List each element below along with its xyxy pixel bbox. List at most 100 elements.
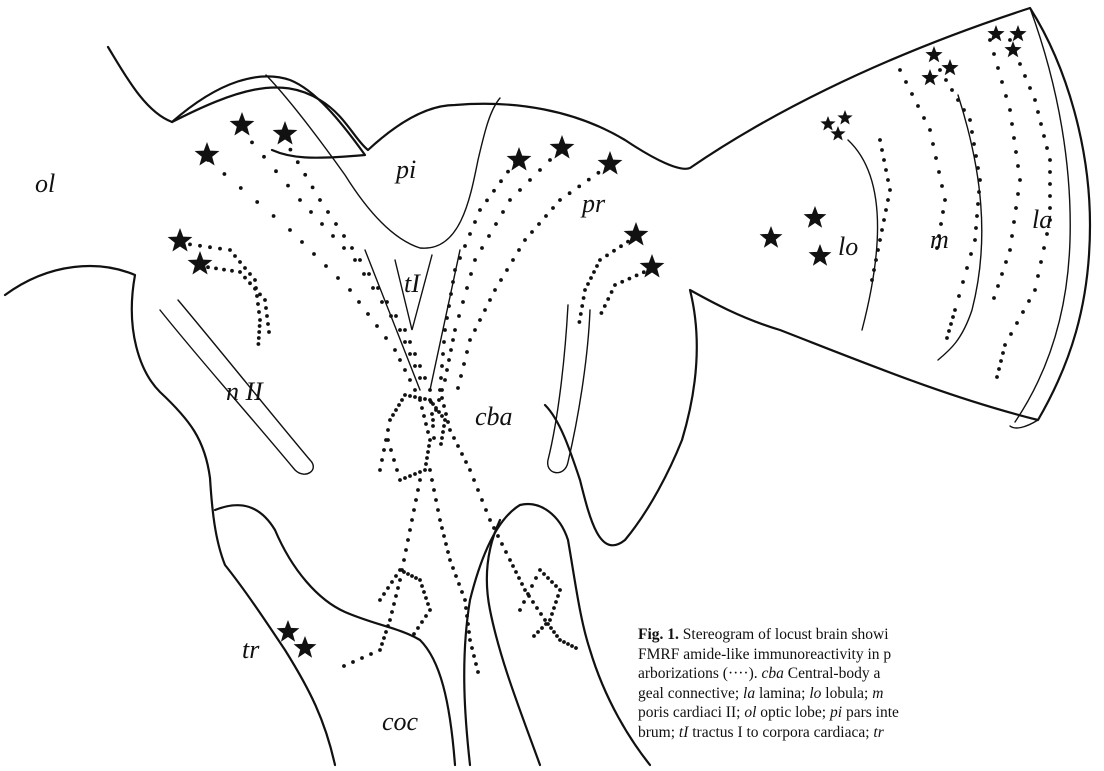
arborization-dot [444,412,448,416]
arborization-dot [606,297,610,301]
arborization-dot [263,298,267,302]
arborization-dot [410,518,414,522]
arborization-dot [403,368,407,372]
arborization-dot [386,624,390,628]
arborization-dot [264,306,268,310]
arborization-dot [428,388,432,392]
arborization-dot [874,258,878,262]
perikaryon-star-icon [921,69,938,85]
arborization-dot [248,281,252,285]
arborization-dot [996,284,1000,288]
arborization-dot [258,293,262,297]
label-pr: pr [580,189,606,218]
arborization-dot [938,68,942,72]
caption-text: tractus I to corpora cardiaca; [688,724,873,741]
arborization-dot [404,548,408,552]
arborization-dot [324,264,328,268]
arborization-dot [289,148,293,152]
arborization-dot [423,376,427,380]
arborization-dot [550,580,554,584]
arborization-dot [369,652,373,656]
arborization-dot [255,200,259,204]
arborization-dot [1039,260,1043,264]
arborization-dot [494,222,498,226]
arborization-dot [1027,299,1031,303]
arborization-dot [558,588,562,592]
arborization-dot [406,572,410,576]
arborization-dot [518,188,522,192]
label-m: m [930,225,949,254]
arborization-dot [385,300,389,304]
arborization-dot [457,314,461,318]
arborization-dot [888,188,892,192]
arborization-dot [258,318,262,322]
arborization-dot [222,268,226,272]
arborization-dot [430,478,434,482]
arborization-dot [362,272,366,276]
label-tI: tI [404,269,421,298]
arborization-dot [208,245,212,249]
arborization-dot [945,336,949,340]
arborization-dot [457,582,461,586]
arborization-dot [462,362,466,366]
arborization-dot [445,368,449,372]
arborization-dot [1033,288,1037,292]
arborization-dot [394,594,398,598]
arborization-dot [257,336,261,340]
label-tr: tr [242,635,260,664]
arborization-dot [876,248,880,252]
arborization-dot [472,654,476,658]
arborization-dot [493,288,497,292]
caption-text: Stereogram of locust brain showi [679,626,889,643]
perikaryon-star-icon [598,151,623,175]
arborization-dot [950,88,954,92]
arborization-dot [1008,38,1012,42]
arborization-dot [934,156,938,160]
arborization-dot [508,198,512,202]
arborization-dot [1028,86,1032,90]
caption-term: tr [873,724,883,741]
arborization-dot [446,550,450,554]
arborization-dot [418,364,422,368]
arborization-dot [997,367,1001,371]
arborization-dot [474,662,478,666]
arborization-dot [937,170,941,174]
caption-fig-number: Fig. 1. [638,626,679,643]
arborization-dot [1042,134,1046,138]
arborization-dot [431,418,435,422]
arborization-dot [418,376,422,380]
arborization-dot [394,574,398,578]
arborization-dot [392,458,396,462]
arborization-dot [451,280,455,284]
arborization-dot [1010,122,1014,126]
perikaryon-star-icon [273,121,298,145]
arborization-dot [395,468,399,472]
arborization-dot [456,386,460,390]
arborization-dot [418,578,422,582]
arborization-dot [511,564,515,568]
arborization-dot [464,460,468,464]
arborization-dot [437,410,441,414]
arborization-dot [531,600,535,604]
arborization-dot [465,614,469,618]
arborization-dot [605,254,609,258]
perikaryon-star-icon [195,142,220,166]
arborization-dot [257,330,261,334]
arborization-dot [878,138,882,142]
arborization-dot [440,414,444,418]
arborization-dot [378,598,382,602]
arborization-dot [451,566,455,570]
arborization-dot [428,438,432,442]
arborization-dot [431,424,435,428]
caption-text: lamina; [755,685,809,702]
arborization-dot [371,286,375,290]
caption-term: tI [679,724,688,741]
arborization-dot [974,154,978,158]
arborization-dot [582,296,586,300]
caption-line-5: poris cardiaci II; ol optic lobe; pi par… [638,703,1104,723]
arborization-dot [492,526,496,530]
arborization-dot [517,248,521,252]
arborization-dot [1000,80,1004,84]
arborization-dot [390,610,394,614]
arborization-dot [398,328,402,332]
